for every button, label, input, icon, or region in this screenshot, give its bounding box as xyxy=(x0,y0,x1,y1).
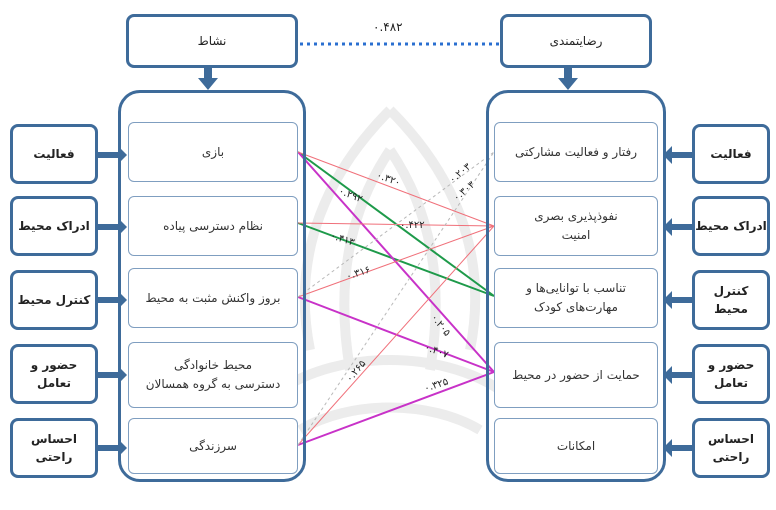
left-item-label: بازی xyxy=(201,144,225,159)
right-item-label: حمایت از حضور در محیط xyxy=(512,367,640,382)
edge-magenta-3 xyxy=(297,371,495,446)
right-item-facilities: امکانات xyxy=(494,418,658,474)
right-outer-label: فعالیت xyxy=(710,147,752,161)
top-link-value: ۰.۴۸۲ xyxy=(373,20,403,34)
left-item-pedestrian: نظام دسترسی پیاده xyxy=(128,196,298,256)
right-outer-label: ادراک محیط xyxy=(695,219,767,233)
edge-red-3 xyxy=(297,225,495,298)
left-item-reaction: بروز واکنش مثبت به محیط xyxy=(128,268,298,328)
left-header-box: نشاط xyxy=(126,14,298,68)
right-item-fit: تناسب با توانایی‌ها و مهارت‌های کودک xyxy=(494,268,658,328)
left-item-play: بازی xyxy=(128,122,298,182)
right-outer-perception: ادراک محیط xyxy=(692,196,770,256)
right-item-participation: رفتار و فعالیت مشارکتی xyxy=(494,122,658,182)
left-item-label: بروز واکنش مثبت به محیط xyxy=(145,290,281,305)
right-item-label: رفتار و فعالیت مشارکتی xyxy=(515,144,638,159)
left-outer-perception: ادراک محیط xyxy=(10,196,98,256)
header-arrows xyxy=(198,66,578,90)
left-outer-label: فعالیت xyxy=(33,147,75,161)
left-outer-label: حضور و تعامل xyxy=(30,358,78,390)
right-outer-comfort: احساس راحتی xyxy=(692,418,770,478)
left-item-family: محیط خانوادگی دسترسی به گروه همسالان xyxy=(128,342,298,408)
left-outer-label: ادراک محیط xyxy=(18,219,90,233)
left-item-label: سرزندگی xyxy=(189,438,237,453)
right-outer-presence: حضور و تعامل xyxy=(692,344,770,404)
right-outer-control: کنترل محیط xyxy=(692,270,770,330)
right-column xyxy=(486,90,666,482)
left-item-vitality: سرزندگی xyxy=(128,418,298,474)
right-item-label: تناسب با توانایی‌ها و مهارت‌های کودک xyxy=(526,281,626,314)
right-outer-activity: فعالیت xyxy=(692,124,770,184)
right-item-label: امکانات xyxy=(556,438,596,453)
edge-label-3: ۰.۴۲۲ xyxy=(400,220,425,231)
edge-dashed-1 xyxy=(297,151,495,298)
right-item-support: حمایت از حضور در محیط xyxy=(494,342,658,408)
left-outer-label: کنترل محیط xyxy=(17,293,91,307)
right-outer-label: حضور و تعامل xyxy=(707,358,755,390)
right-header-box: رضایتمندی xyxy=(500,14,652,68)
edge-red-1 xyxy=(297,151,495,227)
left-outer-presence: حضور و تعامل xyxy=(10,344,98,404)
right-outer-label: احساس راحتی xyxy=(707,432,755,464)
left-outer-control: کنترل محیط xyxy=(10,270,98,330)
right-outer-label: کنترل محیط xyxy=(713,284,749,316)
right-header-label: رضایتمندی xyxy=(549,34,603,48)
edge-green-2 xyxy=(297,222,495,297)
left-outer-comfort: احساس راحتی xyxy=(10,418,98,478)
edge-magenta-2 xyxy=(297,296,495,373)
right-item-visibility: نفوذپذیری بصری امنیت xyxy=(494,196,658,256)
left-outer-label: احساس راحتی xyxy=(30,432,78,464)
left-item-label: نظام دسترسی پیاده xyxy=(163,218,263,233)
left-header-label: نشاط xyxy=(197,34,227,48)
edge-dashed-2 xyxy=(297,151,495,446)
right-item-label: نفوذپذیری بصری امنیت xyxy=(534,209,618,242)
right-arrows xyxy=(663,146,692,457)
left-outer-activity: فعالیت xyxy=(10,124,98,184)
left-column xyxy=(118,90,306,482)
edge-red-4 xyxy=(297,225,495,446)
left-item-label: محیط خانوادگی دسترسی به گروه همسالان xyxy=(145,358,281,391)
